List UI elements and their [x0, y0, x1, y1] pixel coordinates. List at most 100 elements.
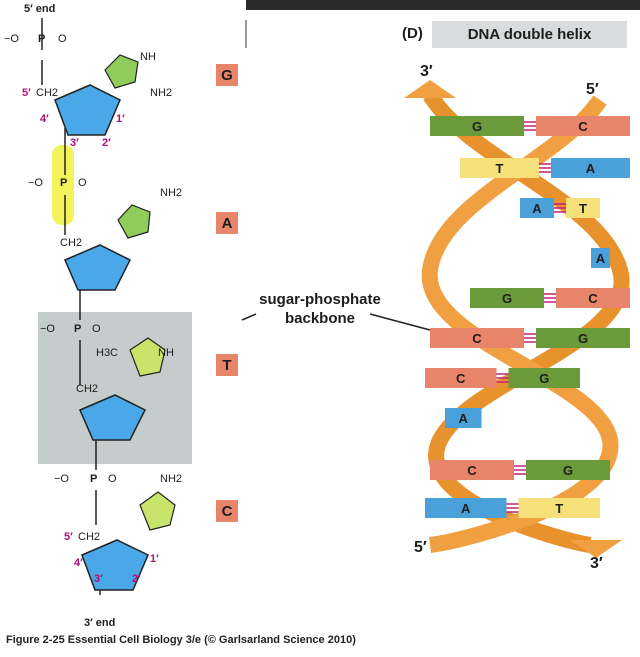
base-right-letter: C [578, 119, 588, 134]
h3c-t: H3C [96, 347, 118, 359]
sugar-rings [54, 84, 149, 591]
base-left-letter: A [461, 501, 471, 516]
phosphate-p-3: P [74, 323, 81, 335]
three-prime-end: 3′ end [84, 617, 115, 629]
base-left-letter: C [472, 331, 482, 346]
sugar-ring-4 [81, 539, 149, 591]
base-right-letter: G [539, 371, 549, 386]
phosphodiester-highlight [52, 145, 74, 225]
nh-t: NH [158, 347, 174, 359]
c4-label-bottom: 4′ [74, 557, 83, 569]
sugar-ring-2 [64, 244, 132, 291]
c3-label-bottom: 3′ [94, 573, 103, 585]
base-label-g: G [216, 64, 238, 86]
base-left-letter: G [472, 119, 482, 134]
c2-label-bottom: 2′ [132, 573, 141, 585]
base-right-bar [566, 198, 600, 218]
base-left-bar [520, 198, 554, 218]
phosphate-o-1: O [58, 33, 67, 45]
phosphate-o-minus-2: −O [28, 177, 43, 189]
base-right-letter: A [586, 161, 596, 176]
base-right-letter: G [563, 463, 573, 478]
nh2-c: NH2 [160, 473, 182, 485]
phosphate-o-2: O [78, 177, 87, 189]
panel-title: DNA double helix [432, 21, 627, 48]
thymine-ring [129, 337, 166, 377]
base-right-bar [556, 288, 630, 308]
sugar-ring-1 [54, 84, 121, 136]
ch2-3: CH2 [76, 383, 98, 395]
base-label-c: C [216, 500, 238, 522]
cytosine-ring [139, 491, 176, 531]
c1-label: 1′ [116, 113, 125, 125]
strand-end-top-right: 5′ [586, 81, 599, 98]
base-right-bar [536, 116, 630, 136]
base-label-t: T [216, 354, 238, 376]
base-left-bar [470, 288, 544, 308]
ch2-4: CH2 [78, 531, 100, 543]
nh2-a: NH2 [160, 187, 182, 199]
base-right-letter: G [578, 331, 588, 346]
nh-g: NH [140, 51, 156, 63]
base-left-letter: G [502, 291, 512, 306]
base-left-bar [430, 460, 514, 480]
phosphate-o-minus-1: −O [4, 33, 19, 45]
backbone-leader-left [241, 313, 257, 321]
base-right-bar [508, 368, 580, 388]
base-right-bar [591, 248, 610, 268]
strand-end-top-left: 3′ [420, 63, 433, 80]
base-right-letter: T [555, 501, 563, 516]
strand-end-bottom-right: 3′ [590, 555, 603, 572]
base-pair: A [591, 248, 610, 268]
phosphate-o-3: O [92, 323, 101, 335]
base-right-bar [526, 460, 610, 480]
base-left-letter: T [496, 161, 504, 176]
c1-label-bottom: 1′ [150, 553, 159, 565]
panel-letter: (D) [402, 25, 423, 42]
strand-end-bottom-left: 5′ [414, 539, 427, 556]
adenine-ring [117, 204, 151, 239]
base-left-bar [430, 116, 524, 136]
phosphate-p-4: P [90, 473, 97, 485]
c2-label: 2′ [102, 137, 111, 149]
backbone-leader-right [369, 313, 431, 331]
five-prime-ch2-label: 5′ [22, 87, 31, 99]
base-rings [104, 54, 176, 531]
c4-label: 4′ [40, 113, 49, 125]
phosphate-p-1: P [38, 33, 45, 45]
base-left-letter: C [456, 371, 466, 386]
c3-label: 3′ [70, 137, 79, 149]
c5-label-bottom: 5′ [64, 531, 73, 543]
strand-end-labels: 3′ 5′ 5′ 3′ [414, 63, 603, 572]
phosphate-o-minus-3: −O [40, 323, 55, 335]
phosphate-o-minus-4: −O [54, 473, 69, 485]
nh2-g: NH2 [150, 87, 172, 99]
base-left-letter: A [532, 201, 542, 216]
backbone-label-line-1: sugar-phosphate [259, 291, 381, 308]
base-left-bar [445, 408, 482, 428]
sugar-ring-3 [79, 394, 147, 441]
base-pair: A [445, 408, 482, 428]
base-right-bar [536, 328, 630, 348]
backbone-label-line-2: backbone [284, 310, 356, 327]
ch2-1: CH2 [36, 87, 58, 99]
base-left-bar [425, 498, 507, 518]
base-right-bar [551, 158, 630, 178]
base-left-letter: C [467, 463, 477, 478]
left-chem-text: 5′ end −O P O 5′ CH2 4′ 3′ 2′ 1′ NH2 NH … [4, 3, 182, 629]
base-right-letter: T [579, 201, 587, 216]
base-right-letter: C [588, 291, 598, 306]
base-left-letter: A [459, 411, 469, 426]
backbone-label: sugar-phosphate backbone [250, 290, 390, 328]
figure-caption: Figure 2-25 Essential Cell Biology 3/e (… [6, 634, 356, 646]
